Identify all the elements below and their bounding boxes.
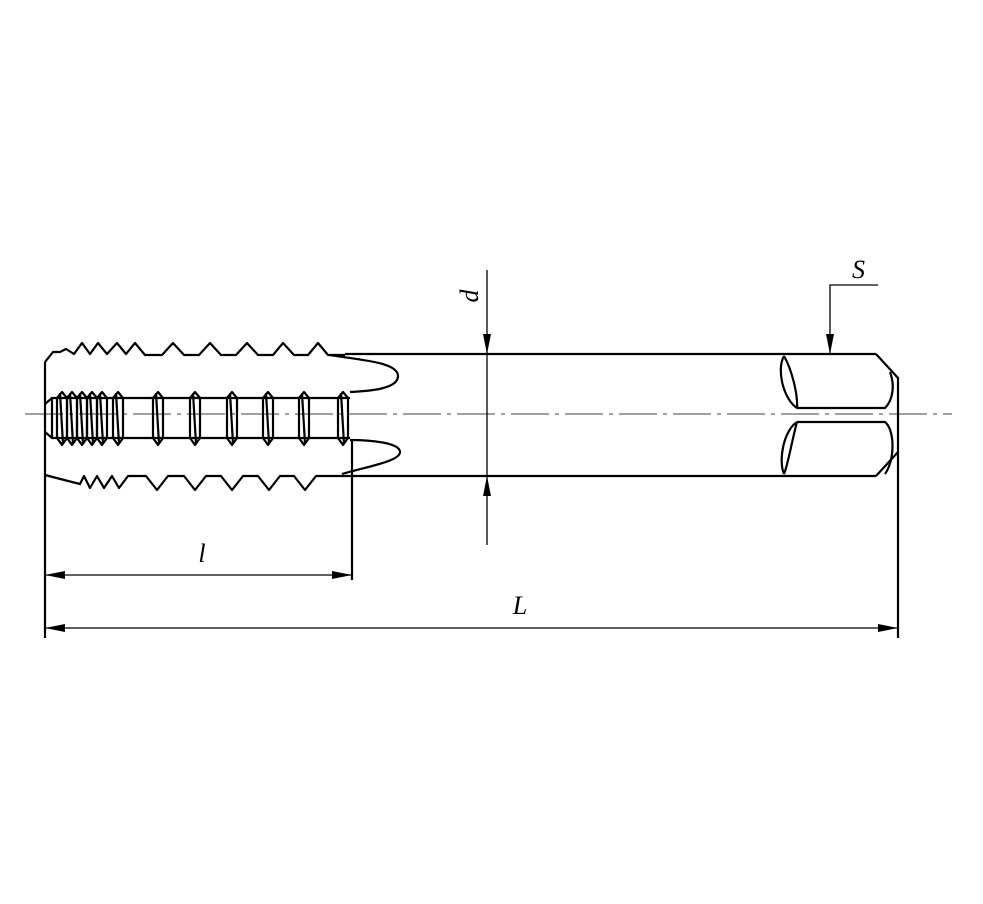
square-leader: S xyxy=(826,255,878,354)
label-d: d xyxy=(455,289,484,303)
bottom-thread-profile xyxy=(44,473,345,492)
label-S: S xyxy=(852,255,865,284)
right-chamfer-bottom xyxy=(875,451,899,477)
upper-flat xyxy=(779,355,894,410)
thread-ring xyxy=(188,390,202,447)
tap-body xyxy=(43,341,900,638)
total-length-dimension: L xyxy=(45,591,898,632)
lower-flat xyxy=(780,420,894,475)
top-thread-profile xyxy=(44,341,345,363)
label-L: L xyxy=(512,591,527,620)
lower-flute xyxy=(341,438,402,476)
thread-length-dimension: l xyxy=(45,539,352,579)
thread-ring xyxy=(151,390,165,447)
thread-ring xyxy=(261,390,275,447)
thread-ring xyxy=(95,390,109,447)
label-l: l xyxy=(198,539,205,568)
right-chamfer-top xyxy=(875,353,900,638)
thread-core xyxy=(44,390,350,447)
upper-flute xyxy=(329,353,400,394)
thread-ring xyxy=(297,390,311,447)
thread-ring xyxy=(111,390,125,447)
thread-ring xyxy=(336,390,350,447)
thread-ring xyxy=(225,390,239,447)
diameter-dimension: d xyxy=(455,270,491,545)
